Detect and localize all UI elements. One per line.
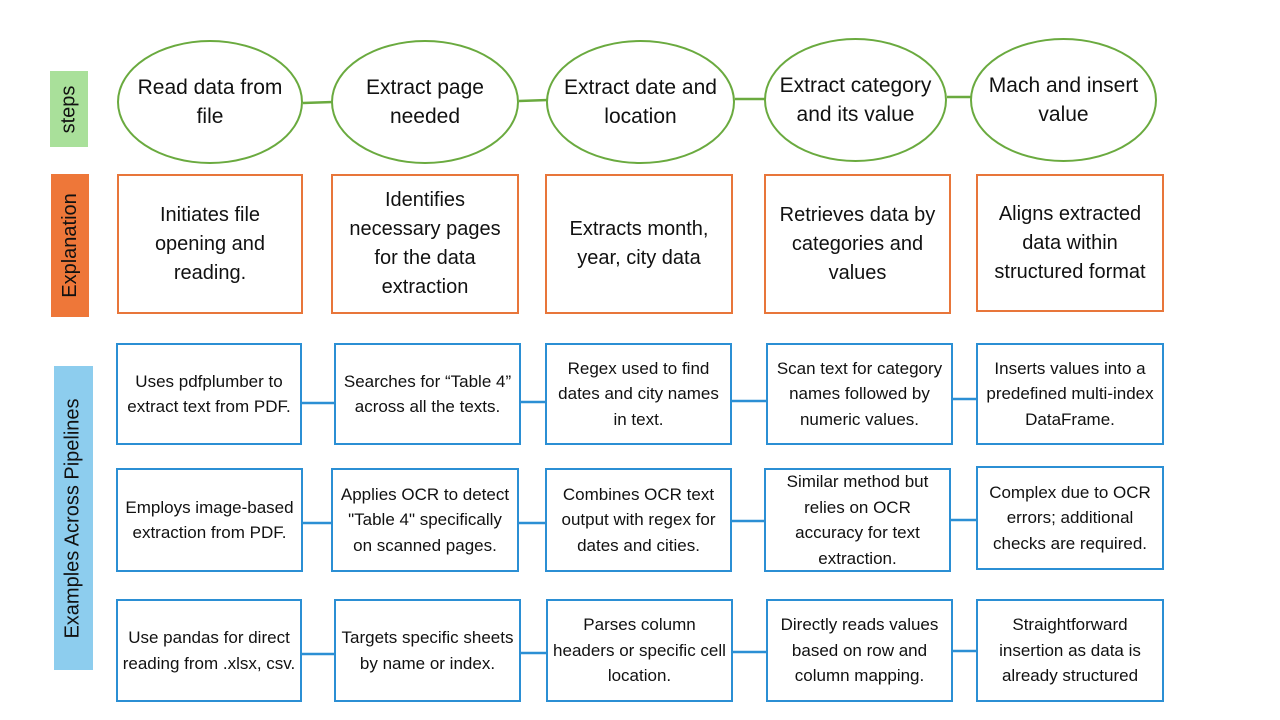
example-text: Regex used to find dates and city names …	[558, 358, 719, 429]
example-box: Use pandas for direct reading from .xlsx…	[116, 599, 302, 702]
example-text: Use pandas for direct reading from .xlsx…	[122, 628, 296, 673]
example-text: Directly reads values based on row and c…	[780, 615, 939, 686]
explanation-text: Identifies necessary pages for the data …	[349, 189, 501, 298]
explanation-box: Identifies necessary pages for the data …	[331, 174, 519, 314]
steps-label-text: steps	[57, 85, 80, 133]
example-box: Employs image-based extraction from PDF.	[116, 468, 303, 572]
example-text: Combines OCR text output with regex for …	[561, 484, 716, 555]
example-text: Parses column headers or specific cell l…	[553, 615, 726, 686]
example-box: Applies OCR to detect "Table 4" specific…	[331, 468, 519, 572]
example-text: Inserts values into a predefined multi-i…	[986, 358, 1154, 429]
example-box: Directly reads values based on row and c…	[766, 599, 953, 702]
example-text: Similar method but relies on OCR accurac…	[786, 472, 929, 568]
explanation-label: Explanation	[51, 174, 89, 317]
step-text: Read data from file	[137, 76, 283, 128]
example-box: Similar method but relies on OCR accurac…	[764, 468, 951, 572]
explanation-label-text: Explanation	[58, 193, 81, 298]
explanation-text: Initiates file opening and reading.	[154, 203, 266, 284]
step-read-data: Read data from file	[117, 40, 303, 164]
explanation-text: Extracts month, year, city data	[569, 218, 709, 269]
example-box: Searches for “Table 4” across all the te…	[334, 343, 521, 445]
step-text: Extract category and its value	[779, 74, 932, 126]
examples-label-text: Examples Across Pipelines	[62, 397, 85, 639]
example-box: Regex used to find dates and city names …	[545, 343, 732, 445]
example-box: Inserts values into a predefined multi-i…	[976, 343, 1164, 445]
example-text: Searches for “Table 4” across all the te…	[343, 371, 512, 417]
step-connector	[518, 98, 549, 103]
example-box: Scan text for category names followed by…	[766, 343, 953, 445]
explanation-box: Retrieves data by categories and values	[764, 174, 951, 314]
step-extract-page: Extract page needed	[331, 40, 519, 164]
examples-label: Examples Across Pipelines	[54, 366, 93, 670]
example-text: Employs image-based extraction from PDF.	[125, 497, 294, 543]
example-text: Applies OCR to detect "Table 4" specific…	[340, 484, 510, 555]
explanation-box: Aligns extracted data within structured …	[976, 174, 1164, 312]
explanation-box: Initiates file opening and reading.	[117, 174, 303, 314]
example-text: Straightforward insertion as data is alr…	[999, 615, 1141, 686]
example-box: Targets specific sheets by name or index…	[334, 599, 521, 702]
explanation-text: Retrieves data by categories and values	[779, 203, 936, 284]
example-text: Scan text for category names followed by…	[776, 358, 943, 429]
explanation-text: Aligns extracted data within structured …	[994, 202, 1146, 283]
step-text: Extract page needed	[366, 76, 484, 128]
step-connector	[302, 100, 334, 105]
step-text: Extract date and location	[564, 76, 717, 128]
explanation-box: Extracts month, year, city data	[545, 174, 733, 314]
example-text: Uses pdfplumber to extract text from PDF…	[127, 371, 291, 417]
example-box: Complex due to OCR errors; additional ch…	[976, 466, 1164, 570]
step-match-insert: Mach and insert value	[970, 38, 1157, 162]
example-text: Targets specific sheets by name or index…	[341, 628, 514, 673]
step-text: Mach and insert value	[988, 74, 1139, 126]
steps-label: steps	[50, 71, 88, 147]
step-extract-category: Extract category and its value	[764, 38, 947, 162]
step-extract-date-location: Extract date and location	[546, 40, 735, 164]
example-box: Straightforward insertion as data is alr…	[976, 599, 1164, 702]
example-text: Complex due to OCR errors; additional ch…	[989, 482, 1151, 553]
example-box: Uses pdfplumber to extract text from PDF…	[116, 343, 302, 445]
example-box: Parses column headers or specific cell l…	[546, 599, 733, 702]
example-box: Combines OCR text output with regex for …	[545, 468, 732, 572]
